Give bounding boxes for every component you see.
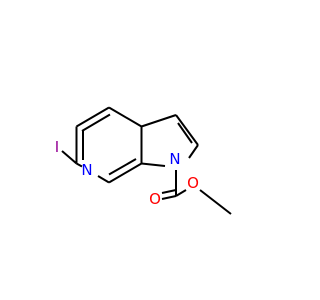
bond-c3a-c7a [108, 162, 143, 184]
iodine-label: I [55, 138, 59, 156]
pyridine-nitrogen-label: N [81, 161, 92, 179]
bond-ccarbonyl-oester [175, 189, 187, 197]
bond-ccarbonyl-ocarbonyl [161, 195, 177, 200]
bond-c6-c5 [75, 106, 110, 128]
carbonyl-oxygen-label: O [149, 190, 161, 208]
bond-npyrrole-c3a [141, 162, 166, 167]
bond-oester-cmethyl [199, 189, 232, 215]
bond-ccarbonyl-ocarbonyl-2 [161, 189, 177, 194]
bond-c3-c2-inner [177, 122, 193, 144]
bond-c6-c5-inner [81, 113, 111, 132]
bond-c6-iodine [61, 150, 78, 165]
molecule-structure: I N N O O [55, 106, 232, 215]
pyrrole-nitrogen-label: N [169, 150, 180, 168]
bond-c4-c3 [141, 114, 177, 128]
bond-group [61, 106, 232, 215]
bond-c5-c4 [108, 106, 143, 128]
bond-npy-c6 [76, 162, 83, 168]
ester-oxygen-label: O [187, 174, 199, 192]
bond-c2-npyrrole [188, 144, 199, 159]
bond-c3a-c7a-inner [108, 158, 137, 176]
structure-canvas: I N N O O [55, 106, 232, 215]
bond-c7a-npy [97, 175, 110, 184]
bond-c3-c2 [175, 114, 199, 146]
